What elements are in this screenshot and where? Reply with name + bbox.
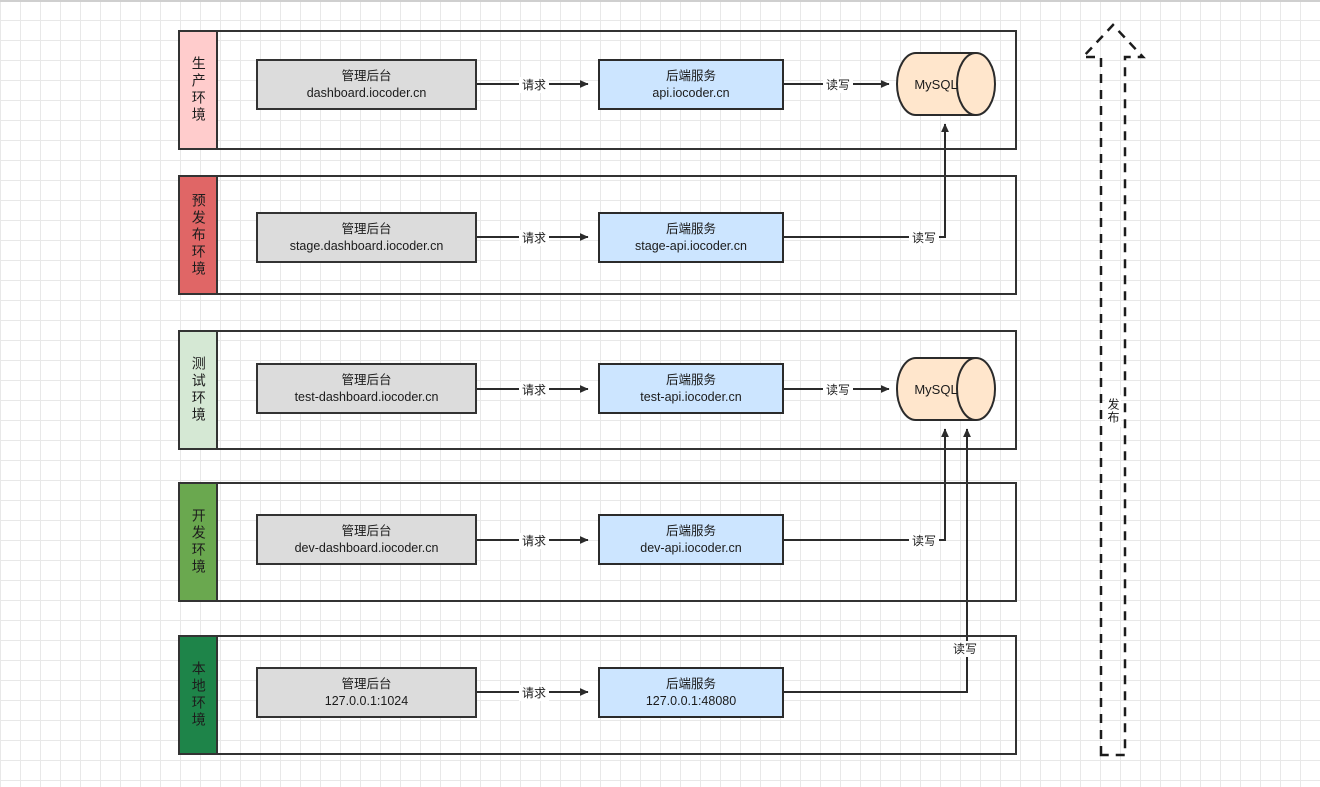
lane-label-dev: 开发环境 [178,482,218,602]
node-database-prod[interactable]: MySQL [896,52,996,116]
node-host: stage-api.iocoder.cn [635,238,747,253]
node-title: 管理后台 [341,676,392,691]
node-title: 管理后台 [341,68,392,83]
node-host: test-dashboard.iocoder.cn [294,389,439,404]
node-title: 管理后台 [341,221,392,236]
node-admin-dev[interactable]: 管理后台 dev-dashboard.iocoder.cn [256,514,477,565]
lane-label-stage: 预发布环境 [178,175,218,295]
node-host: api.iocoder.cn [652,85,730,100]
node-title: 后端服务 [665,523,716,538]
node-host: test-api.iocoder.cn [640,389,742,404]
lane-label-test: 测试环境 [178,330,218,450]
edge-label-request-dev: 请求 [519,533,550,549]
node-host: dev-dashboard.iocoder.cn [294,540,439,555]
node-admin-prod[interactable]: 管理后台 dashboard.iocoder.cn [256,59,477,110]
node-admin-local[interactable]: 管理后台 127.0.0.1:1024 [256,667,477,718]
node-title: 后端服务 [665,68,716,83]
edge-label-request-test: 请求 [519,382,550,398]
release-arrow-label: 发布 [1105,395,1121,427]
node-api-stage[interactable]: 后端服务 stage-api.iocoder.cn [598,212,784,263]
node-title: 后端服务 [665,372,716,387]
edge-label-rw-prod: 读写 [823,77,854,93]
node-admin-stage[interactable]: 管理后台 stage.dashboard.iocoder.cn [256,212,477,263]
node-admin-test[interactable]: 管理后台 test-dashboard.iocoder.cn [256,363,477,414]
node-api-test[interactable]: 后端服务 test-api.iocoder.cn [598,363,784,414]
node-host: dev-api.iocoder.cn [640,540,742,555]
edge-label-rw-test: 读写 [823,382,854,398]
lane-label-local: 本地环境 [178,635,218,755]
node-host: stage.dashboard.iocoder.cn [289,238,444,253]
node-title: 管理后台 [341,523,392,538]
node-title: 后端服务 [665,221,716,236]
lane-label-prod: 生产环境 [178,30,218,150]
node-database-test[interactable]: MySQL [896,357,996,421]
edge-label-request-stage: 请求 [519,230,550,246]
node-host: dashboard.iocoder.cn [306,85,427,100]
edge-label-request-prod: 请求 [519,77,550,93]
canvas-top-rule [0,0,1320,2]
edge-label-rw-stage: 读写 [909,230,940,246]
edge-label-rw-local: 读写 [950,641,981,657]
node-api-dev[interactable]: 后端服务 dev-api.iocoder.cn [598,514,784,565]
edge-label-rw-dev: 读写 [909,533,940,549]
node-api-prod[interactable]: 后端服务 api.iocoder.cn [598,59,784,110]
node-title: 后端服务 [665,676,716,691]
node-host: 127.0.0.1:1024 [324,693,409,708]
node-api-local[interactable]: 后端服务 127.0.0.1:48080 [598,667,784,718]
edge-label-request-local: 请求 [519,685,550,701]
node-host: 127.0.0.1:48080 [645,693,737,708]
node-title: 管理后台 [341,372,392,387]
